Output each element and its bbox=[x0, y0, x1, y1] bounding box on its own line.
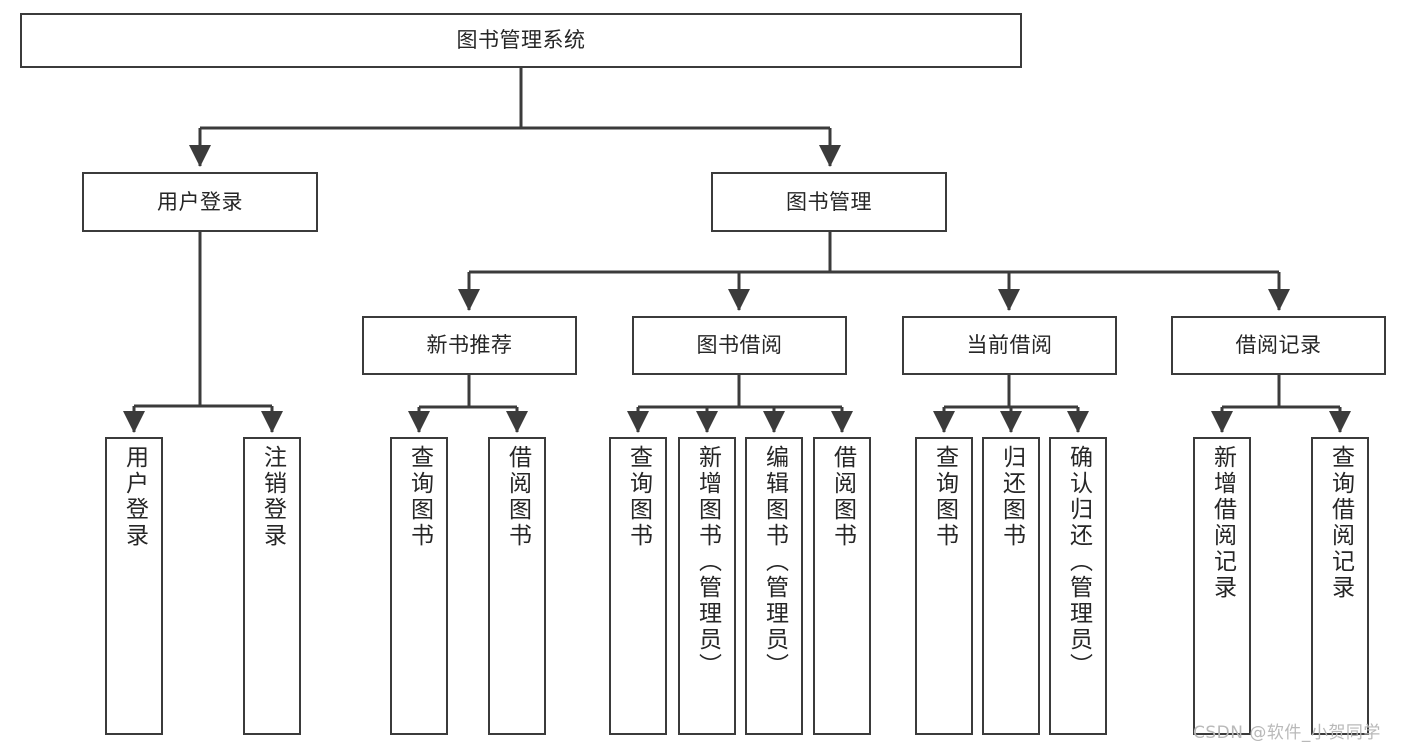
node-leaf-edit-book[interactable]: 编辑图书（管理员） bbox=[745, 437, 803, 735]
node-leaf-add-record-label: 新增借阅记录 bbox=[1209, 445, 1236, 601]
node-root-label: 图书管理系统 bbox=[456, 28, 586, 53]
node-leaf-query-book-3-label: 查询图书 bbox=[931, 445, 958, 549]
node-leaf-borrow-book-1[interactable]: 借阅图书 bbox=[488, 437, 546, 735]
node-leaf-user-logout-label: 注销登录 bbox=[259, 445, 286, 549]
node-leaf-return-book-label: 归还图书 bbox=[998, 445, 1025, 549]
node-book-borrow[interactable]: 图书借阅 bbox=[632, 316, 847, 375]
node-leaf-add-book-label: 新增图书（管理员） bbox=[694, 445, 721, 679]
node-leaf-return-book[interactable]: 归还图书 bbox=[982, 437, 1040, 735]
node-book-management-label: 图书管理 bbox=[786, 189, 872, 214]
node-leaf-borrow-book-2-label: 借阅图书 bbox=[829, 445, 856, 549]
node-leaf-query-record-label: 查询借阅记录 bbox=[1327, 445, 1354, 601]
node-leaf-query-record[interactable]: 查询借阅记录 bbox=[1311, 437, 1369, 735]
node-root[interactable]: 图书管理系统 bbox=[20, 13, 1022, 68]
node-user-login-label: 用户登录 bbox=[157, 189, 243, 214]
node-leaf-query-book-3[interactable]: 查询图书 bbox=[915, 437, 973, 735]
node-borrow-record-label: 借阅记录 bbox=[1235, 333, 1322, 358]
node-book-management[interactable]: 图书管理 bbox=[711, 172, 947, 232]
node-new-book-recommend-label: 新书推荐 bbox=[426, 333, 513, 358]
node-leaf-add-book[interactable]: 新增图书（管理员） bbox=[678, 437, 736, 735]
node-leaf-confirm-return-label: 确认归还（管理员） bbox=[1065, 445, 1092, 679]
node-leaf-add-record[interactable]: 新增借阅记录 bbox=[1193, 437, 1251, 735]
node-leaf-edit-book-label: 编辑图书（管理员） bbox=[761, 445, 788, 679]
csdn-watermark: CSDN @软件_小贺同学 bbox=[1193, 723, 1381, 743]
node-leaf-query-book-1-label: 查询图书 bbox=[406, 445, 433, 549]
node-current-borrow-label: 当前借阅 bbox=[966, 333, 1053, 358]
node-leaf-query-book-2-label: 查询图书 bbox=[625, 445, 652, 549]
node-leaf-confirm-return[interactable]: 确认归还（管理员） bbox=[1049, 437, 1107, 735]
node-leaf-user-login-label: 用户登录 bbox=[121, 445, 148, 549]
node-user-login[interactable]: 用户登录 bbox=[82, 172, 318, 232]
node-leaf-borrow-book-1-label: 借阅图书 bbox=[504, 445, 531, 549]
node-new-book-recommend[interactable]: 新书推荐 bbox=[362, 316, 577, 375]
node-leaf-user-logout[interactable]: 注销登录 bbox=[243, 437, 301, 735]
node-borrow-record[interactable]: 借阅记录 bbox=[1171, 316, 1386, 375]
node-current-borrow[interactable]: 当前借阅 bbox=[902, 316, 1117, 375]
node-book-borrow-label: 图书借阅 bbox=[696, 333, 783, 358]
node-leaf-query-book-2[interactable]: 查询图书 bbox=[609, 437, 667, 735]
node-leaf-user-login[interactable]: 用户登录 bbox=[105, 437, 163, 735]
node-leaf-query-book-1[interactable]: 查询图书 bbox=[390, 437, 448, 735]
node-leaf-borrow-book-2[interactable]: 借阅图书 bbox=[813, 437, 871, 735]
